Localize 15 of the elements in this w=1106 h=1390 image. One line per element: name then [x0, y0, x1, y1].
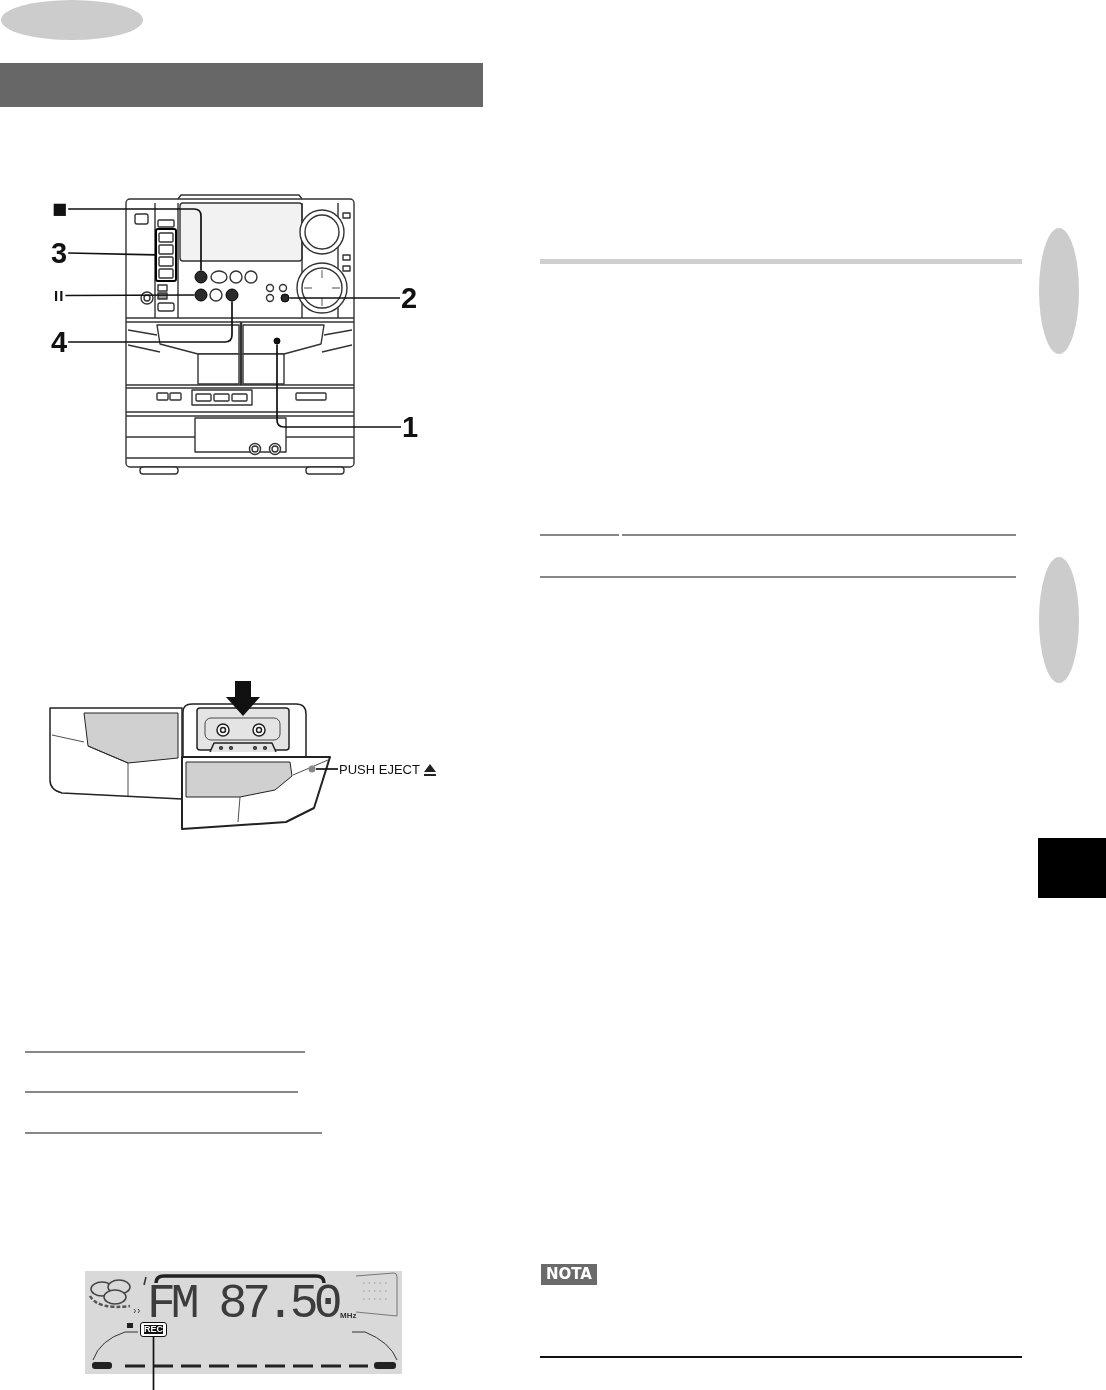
callout-symbol: II: [54, 288, 65, 303]
callout-number: 1: [402, 412, 419, 442]
unit-label: MHz: [340, 1312, 357, 1320]
leader-line: [315, 768, 339, 770]
section-tab: [1, 0, 143, 40]
side-tab: [1039, 228, 1079, 354]
callout-number: 4: [51, 327, 68, 357]
callout-symbol: ■: [52, 201, 68, 217]
callout-number: 3: [51, 238, 68, 268]
note-heading: NOTA: [541, 1264, 597, 1285]
callout-number: 2: [401, 283, 418, 313]
marker-dot: [308, 765, 316, 773]
side-tab: [1039, 557, 1079, 683]
callout-label: PUSH EJECT: [339, 762, 420, 776]
leader-line: [152, 1336, 155, 1390]
